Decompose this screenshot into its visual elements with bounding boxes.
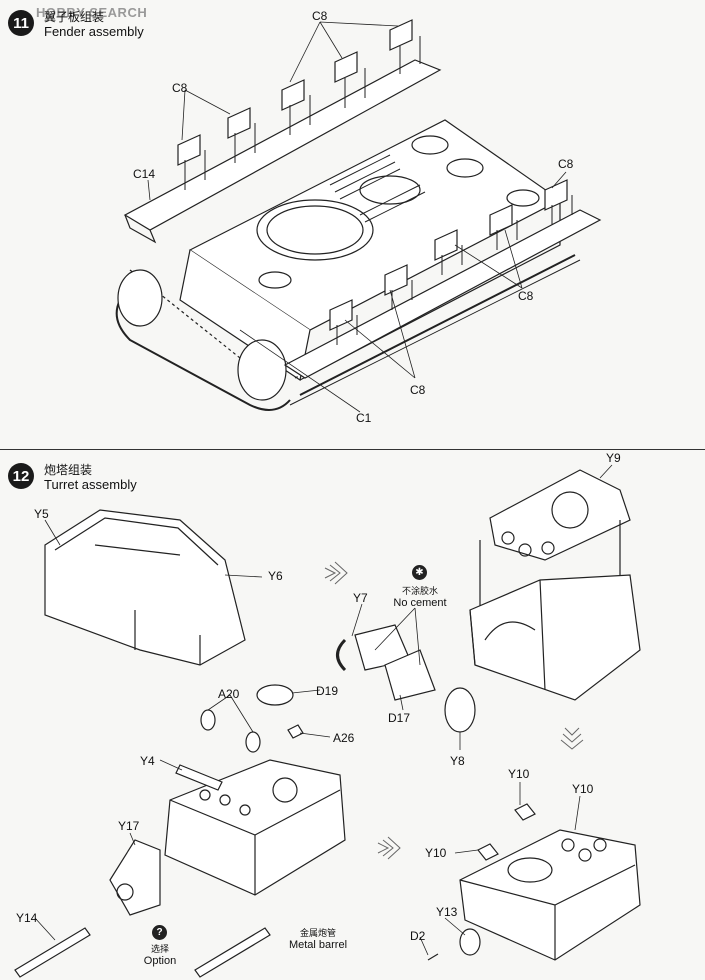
label-y13: Y13 [436, 905, 458, 919]
label-d2: D2 [410, 929, 426, 943]
label-c1: C1 [356, 411, 372, 425]
label-y5: Y5 [34, 507, 49, 521]
fender-assembly-diagram [115, 19, 602, 413]
label-c8-right: C8 [558, 157, 574, 171]
step-12-title-en: Turret assembly [44, 477, 137, 492]
step-11-badge: 11 [8, 10, 34, 36]
label-c8-left: C8 [172, 81, 188, 95]
label-d19: D19 [316, 684, 339, 698]
label-y8: Y8 [450, 754, 465, 768]
label-d17: D17 [388, 711, 411, 725]
label-y6: Y6 [268, 569, 283, 583]
step-11-title-cn: 翼子板组装 [44, 10, 105, 24]
label-y14: Y14 [16, 911, 38, 925]
label-c8-right-lower: C8 [518, 289, 534, 303]
no-glue-icon: ✱ [412, 565, 427, 580]
step-11-title-en: Fender assembly [44, 24, 144, 39]
section-divider [0, 449, 705, 450]
watermark: HOBBY SEARCH [36, 5, 148, 20]
label-a26: A26 [333, 731, 355, 745]
metal-barrel-note: 金属炮管 Metal barrel [288, 928, 348, 951]
label-c14: C14 [133, 167, 156, 181]
label-a20: A20 [218, 687, 240, 701]
step-12-title-cn: 炮塔组装 [44, 463, 93, 477]
arrow-down-icon [560, 727, 584, 750]
label-y9: Y9 [606, 451, 621, 465]
step-12-badge: 12 [8, 463, 34, 489]
question-icon: ? [152, 925, 167, 940]
label-c8-bottom: C8 [410, 383, 426, 397]
label-y10-right: Y10 [572, 782, 594, 796]
label-y7: Y7 [353, 591, 368, 605]
label-y10-top: Y10 [508, 767, 530, 781]
label-y4: Y4 [140, 754, 155, 768]
label-y10-left: Y10 [425, 846, 447, 860]
label-y17: Y17 [118, 819, 140, 833]
no-cement-note: 不涂胶水 No cement [393, 586, 447, 609]
arrow-right-icon [324, 561, 348, 585]
option-note: 选择 Option [143, 944, 177, 967]
label-c8-top: C8 [312, 9, 328, 23]
